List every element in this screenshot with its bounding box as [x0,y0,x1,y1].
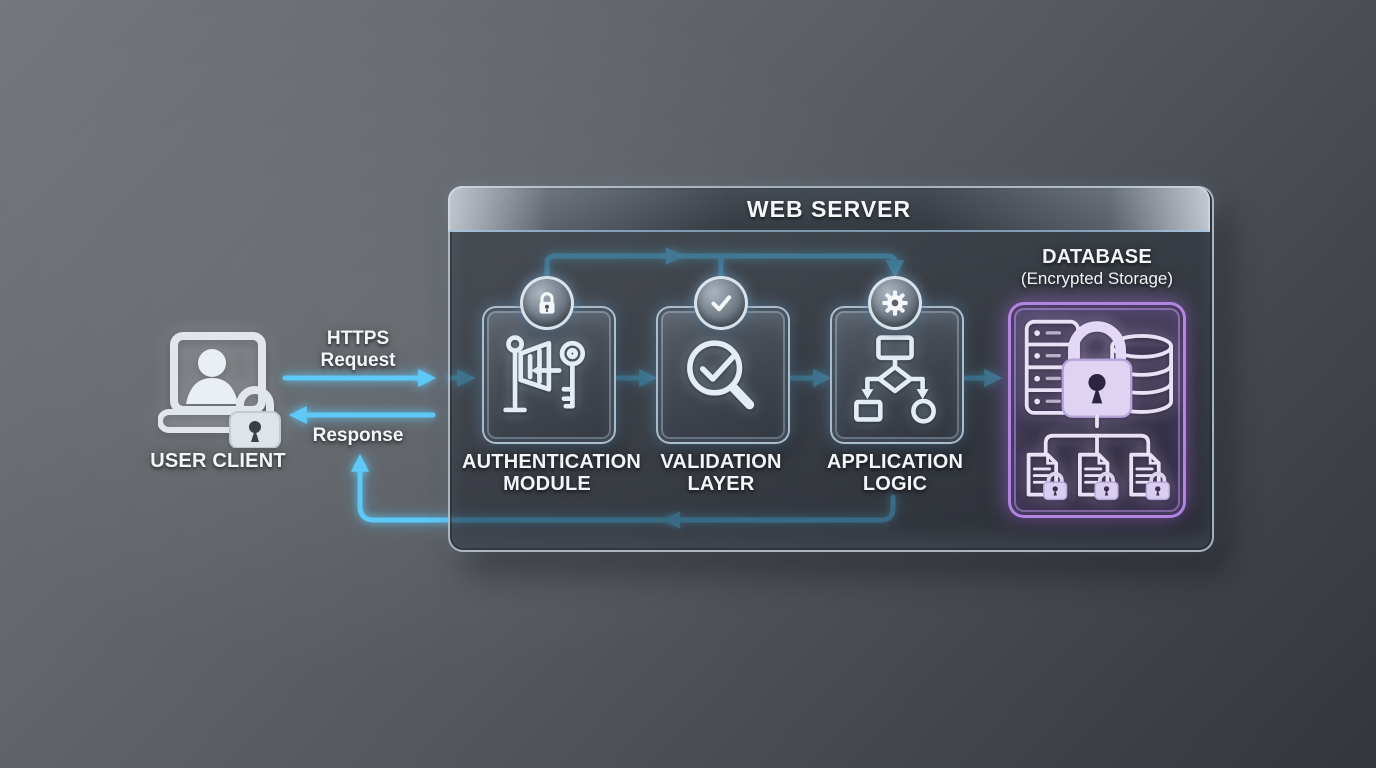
lock-icon [539,292,555,314]
encrypted-files-icon [1026,452,1172,502]
web-server-header: WEB SERVER [448,186,1210,232]
server-rack-leds [1034,330,1061,405]
user-client-label: USER CLIENT [150,450,286,472]
user-client-icon [158,332,281,448]
encrypted-database-icon [1024,319,1173,502]
authentication-module-label: AUTHENTICATION MODULE [462,451,642,495]
auth-badge [520,276,574,330]
web-server-title: WEB SERVER [746,195,912,222]
application-logic-label: APPLICATION LOGIC [826,451,964,495]
database-label: DATABASE (Encrypted Storage) [1020,246,1174,288]
response-label: Response [312,425,404,446]
validation-badge [694,276,748,330]
application-badge [868,276,922,330]
magnifier-check-icon [687,340,755,410]
padlock-icon [1061,321,1133,418]
validation-layer-label: VALIDATION LAYER [660,451,782,495]
client-lock-icon [229,386,281,448]
https-request-label: HTTPS Request [320,328,396,371]
gear-icon [882,290,908,316]
check-icon [711,295,732,312]
flowchart-icon [854,335,936,424]
gate-key-icon [503,335,586,413]
files-connector [1043,414,1151,455]
